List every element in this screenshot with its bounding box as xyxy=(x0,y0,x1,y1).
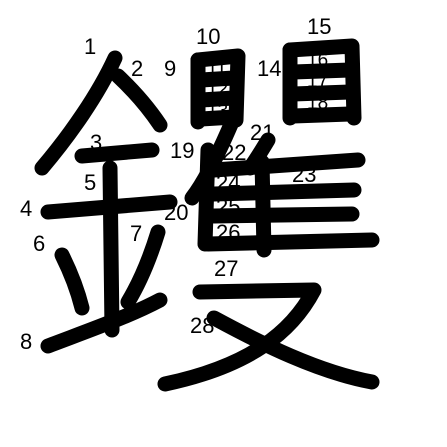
stroke-number-11: 11 xyxy=(207,59,227,80)
metal-radical xyxy=(34,50,178,354)
stroke-25 xyxy=(206,206,360,224)
stroke-number-24: 24 xyxy=(216,170,240,195)
stroke-7 xyxy=(120,224,166,310)
stroke-number-6: 6 xyxy=(33,231,45,256)
stroke-number-1: 1 xyxy=(84,34,96,59)
stroke-numbers: 1 2 3 4 5 6 7 8 9 10 11 12 13 14 15 16 1… xyxy=(20,14,331,354)
stroke-number-28: 28 xyxy=(190,313,214,338)
stroke-number-2: 2 xyxy=(131,56,143,81)
stroke-number-18: 18 xyxy=(307,93,328,114)
stroke-number-17: 17 xyxy=(307,71,328,92)
stroke-5 xyxy=(102,160,120,338)
stroke-3 xyxy=(74,142,160,164)
stroke-number-7: 7 xyxy=(130,221,142,246)
stroke-number-23: 23 xyxy=(292,162,316,187)
stroke-17 xyxy=(285,84,358,102)
stroke-26 xyxy=(200,232,380,252)
stroke-number-19: 19 xyxy=(170,138,194,163)
stroke-24 xyxy=(206,182,362,202)
stroke-18 xyxy=(285,106,358,124)
top-right-box xyxy=(282,38,362,126)
stroke-11 xyxy=(193,70,242,88)
stroke-number-9: 9 xyxy=(164,56,176,81)
stroke-22 xyxy=(206,152,366,178)
stroke-number-5: 5 xyxy=(84,170,96,195)
stroke-number-13: 13 xyxy=(207,101,228,122)
stroke-number-21: 21 xyxy=(250,120,274,145)
stroke-number-16: 16 xyxy=(307,50,328,71)
stroke-number-3: 3 xyxy=(90,130,102,155)
stroke-12 xyxy=(193,90,242,108)
stroke-number-14: 14 xyxy=(257,56,281,81)
stroke-number-12: 12 xyxy=(207,79,228,100)
stroke-number-26: 26 xyxy=(216,220,240,245)
stroke-8 xyxy=(40,292,168,354)
stroke-6 xyxy=(54,247,90,316)
stroke-28 xyxy=(206,310,380,390)
stroke-number-15: 15 xyxy=(307,14,331,39)
stroke-number-4: 4 xyxy=(20,196,32,221)
bird-component xyxy=(184,114,380,258)
stroke-number-20: 20 xyxy=(164,200,188,225)
stroke-1 xyxy=(34,50,123,176)
stroke-number-25: 25 xyxy=(216,194,240,219)
stroke-20 xyxy=(197,142,216,252)
stroke-number-27: 27 xyxy=(214,256,238,281)
stroke-number-8: 8 xyxy=(20,329,32,354)
stroke-16 xyxy=(285,62,358,80)
stroke-2 xyxy=(110,68,168,133)
again-component xyxy=(157,282,380,392)
stroke-number-22: 22 xyxy=(222,140,246,165)
stroke-number-10: 10 xyxy=(196,24,220,49)
